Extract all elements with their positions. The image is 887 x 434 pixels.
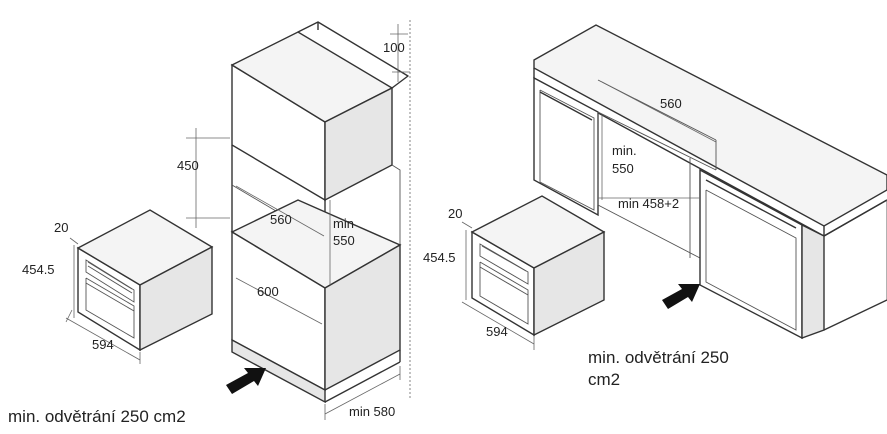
oven-dim-width: 594 [92,337,114,352]
top-rail [297,21,409,89]
dim-min-depth-value-2: 550 [612,161,634,176]
left-cabinet [230,21,409,404]
dim-depth: 600 [257,284,279,299]
dim-niche-width-2: 560 [660,96,682,111]
left-dimension-lines [186,20,411,420]
oven-dim-depth-2: 20 [448,206,462,221]
ventilation-arrow-icon [226,368,266,394]
left-cabinet-door [533,76,599,217]
dim-niche-width: 560 [270,212,292,227]
dim-top-gap: 100 [383,40,405,55]
dim-min-depth-value: 550 [333,233,355,248]
ventilation-arrow-icon-2 [662,284,700,309]
ventilation-note: min. odvětrání 250 cm2 [8,407,186,426]
right-oven-dimension-lines [461,221,535,350]
oven-dim-depth: 20 [54,220,68,235]
dim-min-height: min 458+2 [618,196,679,211]
ventilation-note-2: min. odvětrání 250 cm2 [588,348,729,389]
dim-min-depth-label-2: min. [612,143,637,158]
right-dimension-lines [598,81,717,200]
oven-dim-height-2: 454.5 [423,250,456,265]
oven-dim-height: 454.5 [22,262,55,277]
left-oven [76,209,214,352]
right-cabinet [533,24,887,340]
dim-niche-height: 450 [177,158,199,173]
dim-min-depth-label: min [333,216,354,231]
oven-dim-width-2: 594 [486,324,508,339]
left-oven-dimension-lines [65,237,141,364]
dim-min-width: min 580 [349,404,395,419]
right-oven [470,195,606,337]
